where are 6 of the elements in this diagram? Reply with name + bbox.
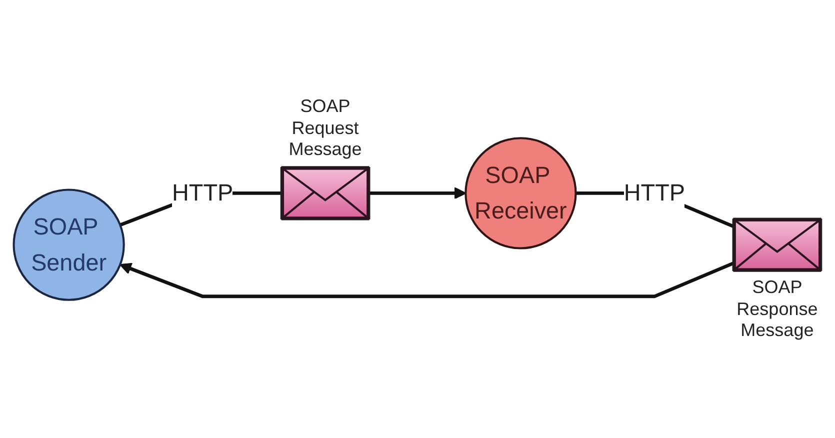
arrow	[120, 262, 734, 298]
node-caption: SOAP Response Message	[736, 276, 819, 342]
circle-node: SOAP Receiver	[464, 137, 577, 250]
circle-node: SOAP Sender	[12, 188, 125, 301]
node-caption: SOAP Request Message	[288, 96, 363, 161]
arrow	[369, 187, 466, 200]
